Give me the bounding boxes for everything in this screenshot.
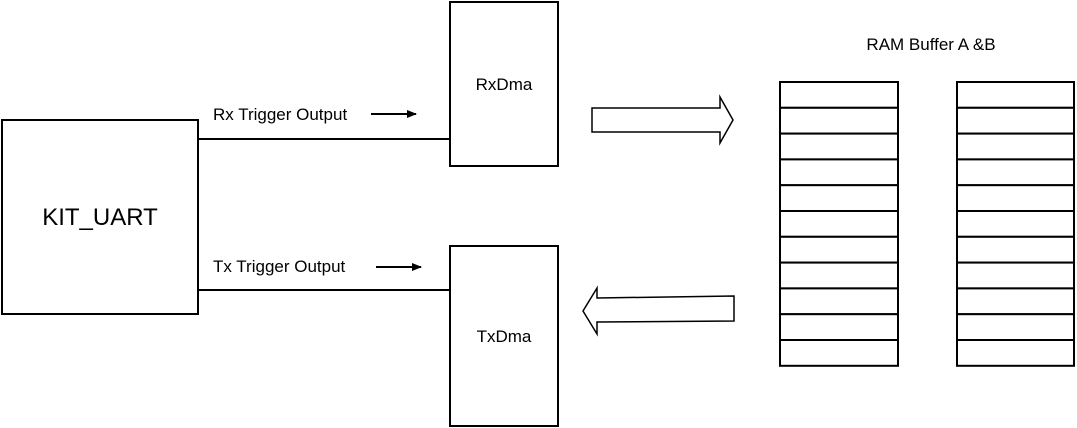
buffer-b-cell [956,81,1075,109]
buffer-a-cell [779,132,899,161]
buffer-b-cell [956,287,1075,316]
buffer-b-cell [956,261,1075,290]
buffer-a-cell [779,184,899,212]
buffer-b-cell [956,132,1075,161]
ram-buffer-b [956,81,1075,367]
buffer-a-cell [779,158,899,187]
ram-buffer-a [779,81,899,367]
buffer-a-cell [779,287,899,316]
rxdma-label: RxDma [476,75,533,94]
txdma-block [449,245,559,427]
buffer-a-cell [779,339,899,367]
buffer-a-cell [779,81,899,109]
buffer-b-cell [956,184,1075,212]
buffer-b-cell [956,158,1075,187]
buffer-b-cell [956,313,1075,342]
rx-trigger-label: Rx Trigger Output [213,105,347,124]
buffer-a-cell [779,106,899,135]
kit-uart-block [1,119,199,315]
tx-trigger-label: Tx Trigger Output [213,257,346,276]
ram-buffer-title: RAM Buffer A &B [866,35,995,54]
kit-uart-label: KIT_UART [42,204,158,231]
buffer-a-cell [779,210,899,238]
ram-to-tx-block-arrow [582,285,735,337]
buffer-a-cell [779,235,899,264]
buffer-a-cell [779,261,899,290]
rx-to-ram-block-arrow [591,94,734,146]
txdma-label: TxDma [477,327,532,346]
buffer-b-cell [956,235,1075,264]
buffer-b-cell [956,339,1075,367]
buffer-a-cell [779,313,899,342]
rxdma-block [449,1,559,167]
buffer-b-cell [956,106,1075,135]
buffer-b-cell [956,210,1075,238]
